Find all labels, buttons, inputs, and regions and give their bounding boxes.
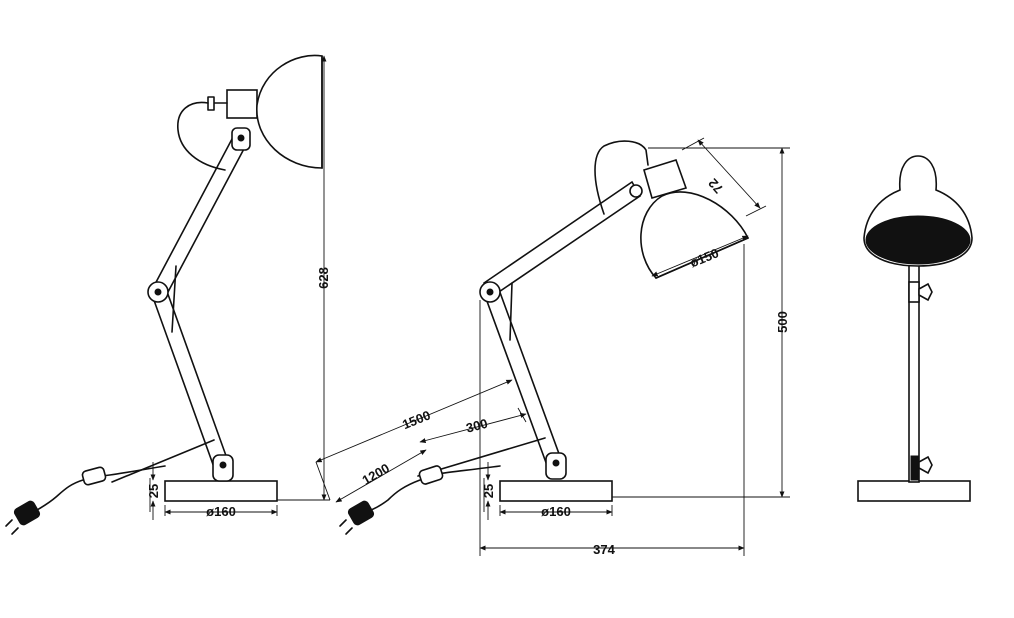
lamp-extended-view xyxy=(339,140,750,535)
shade-opening xyxy=(865,215,971,265)
dim-height-side: 628 xyxy=(316,267,331,289)
cord-switch xyxy=(81,466,107,486)
lamp-front-view xyxy=(857,155,973,502)
dim-base-diameter-mid: ø160 xyxy=(541,504,571,519)
dim-cord-plug: 1200 xyxy=(359,460,392,487)
lamp-side-view xyxy=(5,54,323,535)
power-cord xyxy=(101,465,166,477)
power-plug xyxy=(13,500,41,526)
dim-base-diameter-left: ø160 xyxy=(206,504,236,519)
dim-cord-total: 1500 xyxy=(400,407,432,432)
lamp-shade xyxy=(256,54,323,169)
lower-arm xyxy=(149,284,231,472)
shade-holder xyxy=(226,89,258,119)
lamp-base xyxy=(499,480,613,502)
dim-base-height-left: 25 xyxy=(146,484,161,498)
dim-cord-segment: 300 xyxy=(464,416,489,436)
dim-shade-depth: 72 xyxy=(705,176,726,197)
lamp-base xyxy=(857,480,971,502)
dim-reach-width: 374 xyxy=(593,542,615,557)
dim-reach-height: 500 xyxy=(775,311,790,333)
lamp-base xyxy=(164,480,278,502)
dim-base-height-mid: 25 xyxy=(481,484,496,498)
